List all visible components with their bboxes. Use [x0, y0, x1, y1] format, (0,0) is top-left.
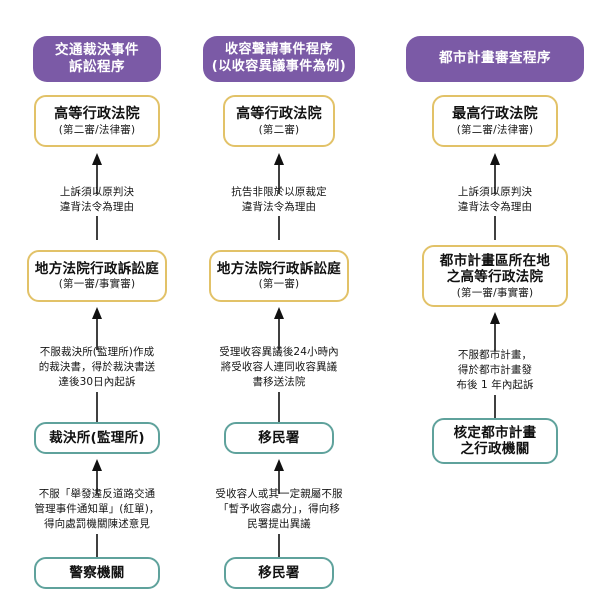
- edge-label-detention-appeal: 抗告非限於以原裁定 違背法令為理由: [231, 186, 327, 213]
- node-subtitle: (第一審): [258, 278, 300, 291]
- edge-label-detention-raise-objection: 受收容人或其一定親屬不服 「暫予收容處分」，得向移 民署提出異議: [215, 488, 343, 530]
- edge-label-urbanplan-appeal: 上訴須以原判決 違背法令為理由: [457, 186, 533, 213]
- arrow-detention-immigration-to-district: [199, 306, 359, 424]
- node-title: 移民署: [258, 564, 300, 581]
- node-traffic-district-court[interactable]: 地方法院行政訴訟庭 (第一審/事實審): [27, 250, 167, 302]
- node-title: 地方法院行政訴訟庭: [216, 260, 342, 277]
- node-traffic-adjudication-office[interactable]: 裁決所(監理所): [34, 422, 160, 454]
- node-title: 高等行政法院: [54, 105, 140, 122]
- node-title: 都市計畫區所在地 之高等行政法院: [439, 252, 551, 286]
- arrow-urbanplan-high-to-supreme: [415, 152, 575, 242]
- node-detention-high-court[interactable]: 高等行政法院 (第二審): [223, 95, 335, 147]
- arrow-traffic-adjudication-to-district: [17, 306, 177, 424]
- node-urbanplan-supreme-court[interactable]: 最高行政法院 (第二審/法律審): [432, 95, 558, 147]
- node-detention-immigration-agency-lower[interactable]: 移民署: [224, 557, 334, 589]
- node-subtitle: (第二審/法律審): [58, 123, 136, 136]
- edge-label-traffic-ticket-objection: 不服「舉發違反道路交通 管理事件通知單」(紅單)， 得向處罰機關陳述意見: [34, 488, 160, 530]
- node-subtitle: (第一審/事實審): [58, 278, 136, 291]
- arrow-urbanplan-agency-to-high: [415, 311, 575, 421]
- node-subtitle: (第二審): [258, 123, 300, 136]
- node-title: 警察機關: [69, 564, 125, 581]
- arrow-traffic-police-to-adjudication: [17, 458, 177, 562]
- node-subtitle: (第一審/事實審): [456, 286, 534, 299]
- node-urbanplan-high-court[interactable]: 都市計畫區所在地 之高等行政法院 (第一審/事實審): [422, 245, 568, 307]
- node-title: 最高行政法院: [452, 105, 538, 122]
- node-title: 地方法院行政訴訟庭: [34, 260, 160, 277]
- column-header-urbanplan: 都市計畫審查程序: [406, 36, 584, 82]
- node-title: 裁決所(監理所): [49, 429, 145, 446]
- node-title: 移民署: [258, 429, 300, 446]
- flow-column-detention: 收容聲請事件程序 (以收容異議事件為例) 高等行政法院 (第二審) 抗告非限於以…: [194, 0, 364, 600]
- column-header-detention: 收容聲請事件程序 (以收容異議事件為例): [203, 36, 355, 82]
- node-detention-immigration-agency-upper[interactable]: 移民署: [224, 422, 334, 454]
- arrow-traffic-district-to-high: [17, 152, 177, 242]
- node-subtitle: (第二審/法律審): [456, 123, 534, 136]
- node-traffic-high-court[interactable]: 高等行政法院 (第二審/法律審): [34, 95, 160, 147]
- edge-label-traffic-appeal: 上訴須以原判決 違背法令為理由: [59, 186, 135, 213]
- node-detention-district-court[interactable]: 地方法院行政訴訟庭 (第一審): [209, 250, 349, 302]
- node-urbanplan-approving-agency[interactable]: 核定都市計畫 之行政機關: [432, 418, 558, 464]
- column-header-traffic: 交通裁決事件 訴訟程序: [33, 36, 161, 82]
- node-traffic-police-agency[interactable]: 警察機關: [34, 557, 160, 589]
- arrow-detention-objection: [199, 458, 359, 562]
- flow-column-urbanplan: 都市計畫審查程序 最高行政法院 (第二審/法律審) 上訴須以原判決 違背法令為理…: [402, 0, 588, 600]
- arrow-detention-district-to-high: [199, 152, 359, 242]
- edge-label-urbanplan-sue-1year: 不服都市計畫， 得於都市計畫發 布後 1 年內起訴: [456, 349, 534, 391]
- edge-label-traffic-sue-30days: 不服裁決所(監理所)作成 的裁決書，得於裁決書送 達後30日內起訴: [38, 346, 156, 388]
- node-title: 核定都市計畫 之行政機關: [453, 424, 537, 457]
- edge-label-detention-transfer-24h: 受理收容異議後24小時內 將受收容人連同收容異議 書移送法院: [219, 346, 339, 388]
- flow-column-traffic: 交通裁決事件 訴訟程序 高等行政法院 (第二審/法律審) 上訴須以原判決 違背法…: [12, 0, 182, 600]
- node-title: 高等行政法院: [236, 105, 322, 122]
